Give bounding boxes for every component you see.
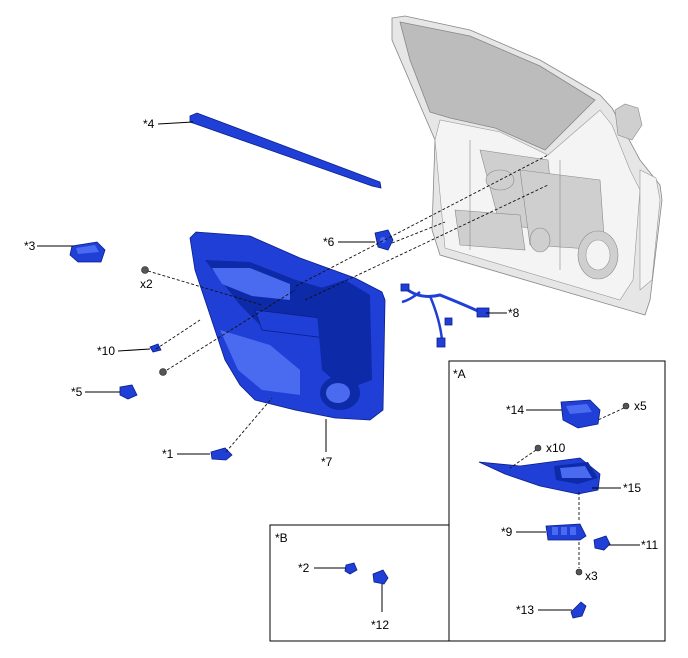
assembly-lines xyxy=(147,154,549,453)
label-qty-x3: x3 xyxy=(585,569,598,583)
label-part-11: *11 xyxy=(641,538,658,552)
label-part-1: *1 xyxy=(162,447,174,461)
label-part-14: *14 xyxy=(506,403,524,417)
leader-lines xyxy=(37,121,507,455)
label-box-a: *A xyxy=(453,367,466,381)
detail-box-b xyxy=(269,524,450,642)
label-part-3: *3 xyxy=(24,239,36,253)
label-part-10: *10 xyxy=(97,344,115,358)
label-part-5: *5 xyxy=(71,385,83,399)
label-part-9: *9 xyxy=(501,525,513,539)
part-2 xyxy=(344,562,358,575)
label-part-2: *2 xyxy=(298,561,310,575)
label-part-13: *13 xyxy=(516,603,534,617)
label-part-15: *15 xyxy=(623,481,641,495)
screw-icon xyxy=(141,266,167,376)
label-part-4: *4 xyxy=(143,117,155,131)
label-qty-x5: x5 xyxy=(634,399,647,413)
switch-11 xyxy=(593,535,611,551)
label-part-7: *7 xyxy=(321,455,333,469)
door-frame xyxy=(391,15,663,316)
switch-base-14 xyxy=(560,399,601,429)
clip-10 xyxy=(149,343,162,353)
label-box-b: *B xyxy=(275,531,288,545)
bracket-6 xyxy=(374,229,394,251)
bracket-13 xyxy=(570,601,587,619)
label-part-8: *8 xyxy=(508,306,520,320)
label-qty-x2: x2 xyxy=(140,277,153,291)
clip-5 xyxy=(119,384,138,400)
belt-moulding-part xyxy=(189,112,382,189)
label-part-6: *6 xyxy=(323,235,335,249)
window-switch-9 xyxy=(545,523,587,541)
detail-box-a xyxy=(448,360,666,642)
armrest-panel-15 xyxy=(478,457,601,495)
label-part-12: *12 xyxy=(371,618,389,632)
trim-piece-3 xyxy=(69,241,106,263)
part-12 xyxy=(372,569,389,585)
label-qty-x10: x10 xyxy=(546,441,566,455)
door-trim-board xyxy=(189,231,386,421)
wire-harness-part xyxy=(400,283,490,348)
part-labels: *4 *3 *6 x2 *8 *10 *5 *1 *7 *A *14 x5 x1… xyxy=(24,117,658,632)
clip-1 xyxy=(210,447,233,461)
